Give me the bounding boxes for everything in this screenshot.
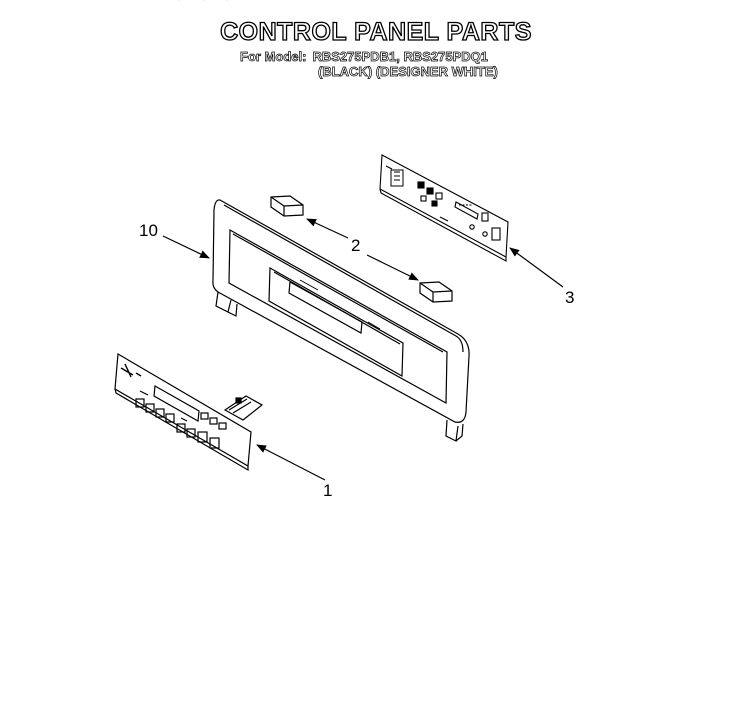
finish-line: (BLACK) (DESIGNER WHITE) (318, 64, 499, 80)
control-overlay (114, 353, 264, 472)
callout-2: 2 (351, 236, 360, 255)
callout-10: 10 (139, 221, 158, 240)
callout-3: 3 (565, 288, 574, 307)
diagram-title: CONTROL PANEL PARTS (219, 17, 532, 46)
model-label: For Model: (240, 49, 307, 65)
leader-10 (162, 235, 210, 259)
cropped-text-mark: ‘ (178, 0, 181, 9)
leader-2a (306, 218, 349, 239)
clip-lower (419, 281, 453, 303)
leader-lines (162, 218, 564, 481)
leader-1 (256, 444, 326, 481)
leader-3 (509, 247, 564, 288)
control-panel-housing (212, 199, 470, 442)
model-line: For Model: RBS275PDB1, RBS275PDQ1 (240, 49, 489, 65)
callout-1: 1 (323, 481, 332, 500)
model-numbers: RBS275PDB1, RBS275PDQ1 (312, 49, 489, 65)
cropped-text-mark: ‘ (226, 0, 229, 9)
control-board (379, 154, 509, 262)
leader-2b (366, 254, 419, 281)
cropped-text-mark: ‘ (203, 0, 206, 9)
clip-upper (270, 195, 304, 217)
